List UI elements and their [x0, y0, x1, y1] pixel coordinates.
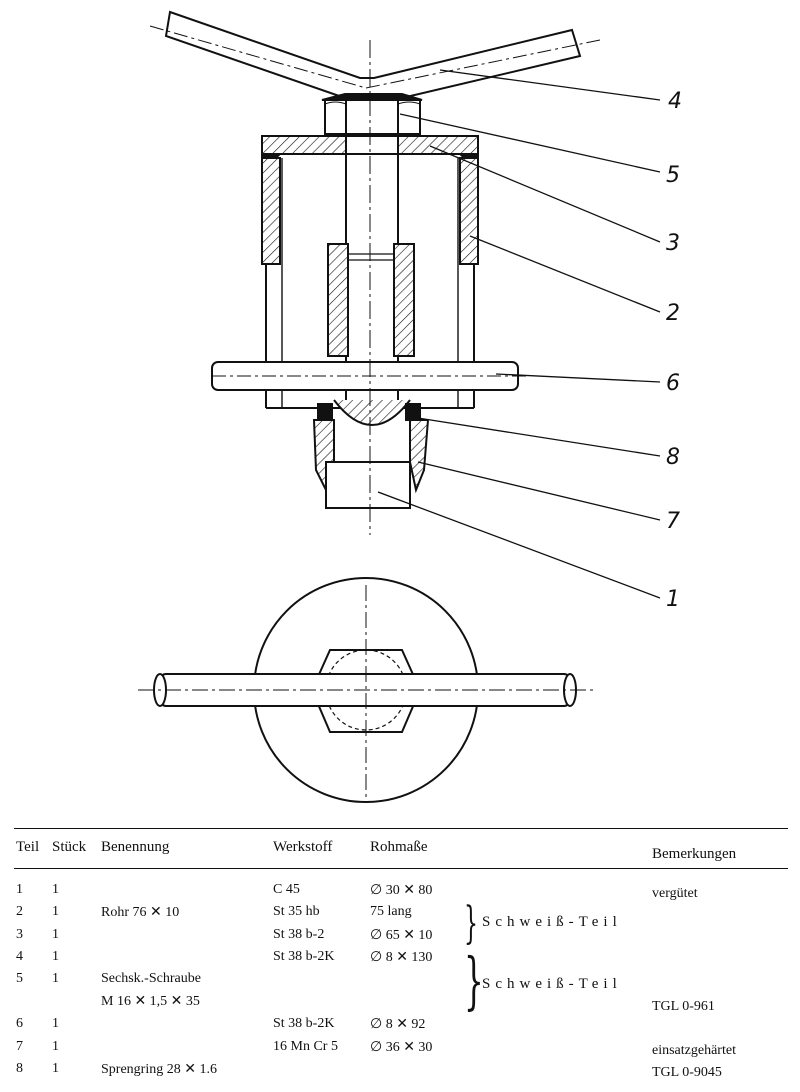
row-7-rohmasse: ∅ 36 ✕ 30 — [370, 1040, 433, 1055]
row-3-teil: 3 — [16, 927, 23, 942]
row-2-rohmasse: 75 lang — [370, 904, 412, 919]
row-4-stueck: 1 — [52, 949, 59, 964]
row-8-bemerkung: TGL 0-9045 — [652, 1065, 722, 1080]
row-8-teil: 8 — [16, 1061, 23, 1076]
row-7-werkstoff: 16 Mn Cr 5 — [273, 1039, 338, 1054]
row-1-stueck: 1 — [52, 882, 59, 897]
leader-lines — [377, 69, 661, 599]
hex-bolt-head — [324, 99, 421, 135]
row-6-teil: 6 — [16, 1016, 23, 1031]
row-7-teil: 7 — [16, 1039, 23, 1054]
row-4-rohmasse: ∅ 8 ✕ 130 — [370, 950, 433, 965]
row-2-stueck: 1 — [52, 904, 59, 919]
header-rohmasse: Rohmaße — [370, 839, 428, 855]
row-8-stueck: 1 — [52, 1061, 59, 1076]
row-1-bemerkung: vergütet — [652, 886, 698, 901]
handle-bar — [149, 10, 601, 99]
row-5-stueck: 1 — [52, 971, 59, 986]
callout-5: 5 — [666, 163, 680, 188]
row-1-teil: 1 — [16, 882, 23, 897]
row-5b-bemerkung: TGL 0-961 — [652, 999, 715, 1014]
weld-note-upper: Schweiß-Teil — [482, 914, 622, 930]
table-header-rule — [14, 868, 788, 869]
header-werkstoff: Werkstoff — [273, 839, 333, 855]
bolt-tip — [333, 399, 411, 426]
row-7-bemerkung: einsatzgehärtet — [652, 1043, 736, 1058]
brace-lower: } — [464, 944, 484, 1017]
row-4-teil: 4 — [16, 949, 23, 964]
spindle-sleeve — [327, 243, 415, 357]
thrust-piece — [312, 419, 430, 509]
row-1-rohmasse: ∅ 30 ✕ 80 — [370, 883, 433, 898]
header-stueck: Stück — [52, 839, 87, 855]
row-6-werkstoff: St 38 b-2K — [273, 1016, 335, 1031]
row-7-stueck: 1 — [52, 1039, 59, 1054]
row-2-teil: 2 — [16, 904, 23, 919]
row-5b-benennung: M 16 ✕ 1,5 ✕ 35 — [101, 994, 200, 1009]
cross-pin — [211, 361, 530, 391]
row-5-teil: 5 — [16, 971, 23, 986]
assembly-drawing: 4 5 3 2 6 8 7 1 — [138, 10, 682, 803]
top-view — [138, 577, 596, 803]
table-top-rule — [14, 828, 788, 829]
header-bemerkungen: Bemerkungen — [652, 846, 737, 862]
row-2-werkstoff: St 35 hb — [273, 904, 320, 919]
row-3-werkstoff: St 38 b-2 — [273, 927, 325, 942]
row-3-stueck: 1 — [52, 927, 59, 942]
callout-8: 8 — [666, 445, 680, 470]
row-8-benennung: Sprengring 28 ✕ 1.6 — [101, 1062, 217, 1077]
weld-note-lower: Schweiß-Teil — [482, 976, 622, 992]
row-5-benennung: Sechsk.-Schraube — [101, 971, 201, 986]
brace-upper: } — [464, 898, 478, 949]
row-2-benennung: Rohr 76 ✕ 10 — [101, 905, 180, 920]
callout-4: 4 — [668, 89, 682, 114]
row-6-rohmasse: ∅ 8 ✕ 92 — [370, 1017, 426, 1032]
callout-6: 6 — [666, 371, 680, 396]
row-6-stueck: 1 — [52, 1016, 59, 1031]
callout-1: 1 — [666, 587, 680, 612]
header-benennung: Benennung — [101, 839, 170, 855]
callout-2: 2 — [666, 301, 680, 326]
header-teil: Teil — [16, 839, 40, 855]
callout-7: 7 — [666, 509, 680, 534]
row-4-werkstoff: St 38 b-2K — [273, 949, 335, 964]
callout-3: 3 — [666, 231, 680, 256]
row-1-werkstoff: C 45 — [273, 882, 300, 897]
row-3-rohmasse: ∅ 65 ✕ 10 — [370, 928, 433, 943]
